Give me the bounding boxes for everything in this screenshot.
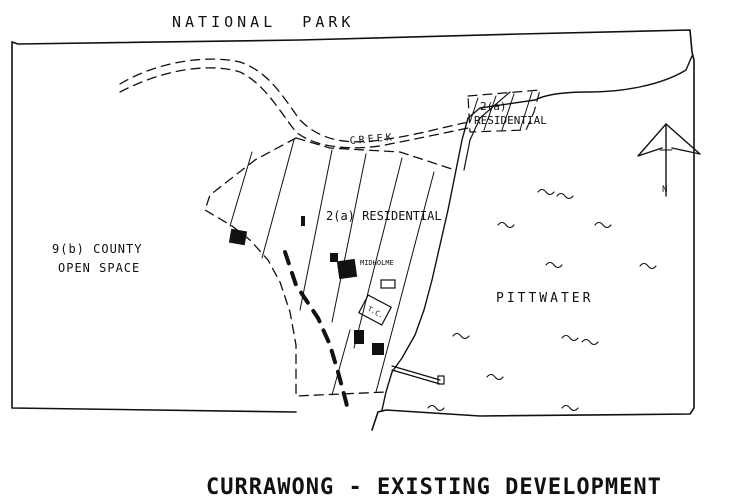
zone-small-line1: 2(a) [480, 100, 507, 113]
north-label: N [662, 185, 667, 195]
water-ripples [427, 188, 657, 412]
midholme-label: MIDHOLME [360, 259, 394, 267]
north-arrow-icon [637, 123, 701, 197]
creek-lines [119, 58, 471, 149]
track [283, 250, 350, 412]
residential-zone-boundary [204, 137, 456, 397]
building-midholme-annex [330, 253, 338, 262]
open-space-line1: 9(b) COUNTY [52, 242, 142, 256]
shoreline [381, 55, 693, 411]
outer-boundary [11, 29, 695, 431]
building-small-north [301, 216, 305, 226]
open-space-line2: OPEN SPACE [58, 261, 140, 275]
building-south-b [372, 343, 384, 355]
small-residential-area [467, 89, 541, 133]
lot-hatching [229, 139, 435, 396]
zone-main-label: 2(a) RESIDENTIAL [326, 209, 442, 223]
map-title: CURRAWONG - EXISTING DEVELOPMENT [206, 475, 662, 500]
building-west [228, 228, 248, 246]
building-south-a [354, 330, 364, 344]
building-midholme [336, 258, 358, 280]
pittwater-label: PITTWATER [496, 291, 593, 306]
creek-label: CREEK [349, 132, 395, 147]
jetty [391, 365, 445, 385]
zone-small-line2: RESIDENTIAL [474, 114, 547, 127]
national-park-label: NATIONAL PARK [172, 13, 354, 31]
buildings [228, 216, 396, 355]
tc-block [358, 294, 392, 326]
building-outline [380, 279, 396, 289]
